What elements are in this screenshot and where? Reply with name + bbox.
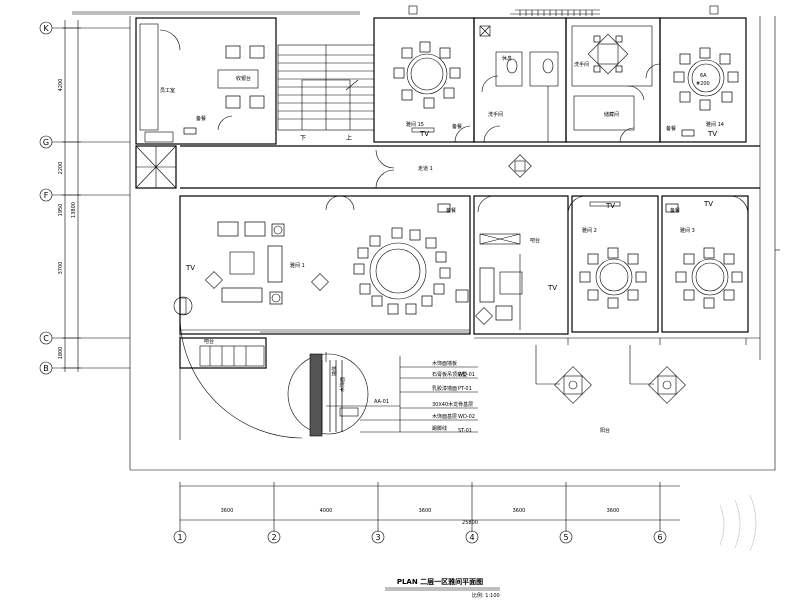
detail-callout: 墙体 木饰面: [287, 352, 401, 437]
service-block: 休息 洗手间: [473, 17, 567, 143]
callout-tag-3: PT-01: [458, 386, 472, 392]
dim-v-5: 1800: [58, 347, 64, 360]
room-14-cabinet: 备餐: [666, 125, 676, 132]
col-label-5: 5: [563, 533, 568, 542]
stair-up-label: 上: [346, 134, 352, 142]
callout-2: 石膏板吊顶造型: [432, 371, 467, 378]
tv-label-room3: TV: [703, 200, 713, 208]
row-grid-axes: K G F C B 4200 2200 1950 3700 1800 13800: [39, 20, 130, 375]
store-label-washroom: 洗手间: [574, 61, 589, 68]
col-label-6: 6: [657, 533, 662, 542]
room-15-cabinet: 备餐: [452, 123, 462, 130]
dim-h-total: 25800: [462, 520, 478, 526]
callout-3: 乳胶漆墙面: [432, 385, 457, 392]
room-14-code: 6A: [700, 73, 707, 79]
dim-h-2: 4000: [320, 508, 333, 514]
callout-tag-left-1: AA-01: [374, 399, 389, 405]
column-grid-axes: 3600 4000 3600 3600 3600 25800 1 2 3 4 5…: [173, 482, 680, 544]
store-room: 洗手间 储藏间: [565, 17, 661, 143]
floor-medallions: 阳台: [535, 345, 686, 434]
grid-label-f: F: [44, 191, 49, 200]
floor-medallion-corridor: [508, 154, 532, 178]
grid-label-g: G: [43, 138, 49, 147]
detail-label-wood: 木饰面: [339, 377, 346, 392]
room-15: 雅间 15 TV 备餐: [373, 5, 475, 143]
stairwell: 下 上: [277, 44, 375, 142]
corridor-label: 走道 1: [418, 165, 433, 172]
cabinet-label: 备餐: [196, 115, 206, 122]
col-label-1: 1: [177, 533, 182, 542]
room-2-label: 雅间 2: [582, 227, 597, 234]
corridor-1: 走道 1: [180, 145, 760, 189]
dim-v-total: 13800: [71, 202, 77, 218]
lower-right-wall: [474, 337, 760, 345]
callout-4: 30X40木龙骨基层: [432, 401, 473, 408]
room-14-sub: #200: [696, 81, 710, 87]
bar-area: 吧台: [179, 317, 303, 440]
room-3-label: 雅间 3: [680, 227, 695, 234]
elevator-shafts: [135, 145, 177, 189]
bar-label: 吧台: [204, 338, 214, 345]
room-3: TV 备餐 雅间 3: [661, 195, 749, 333]
dim-v-4: 3700: [58, 262, 64, 275]
grid-label-k: K: [43, 24, 49, 33]
room-14: 6A #200 雅间 14 TV 备餐: [645, 5, 747, 143]
room-2: TV 雅间 2: [571, 195, 659, 333]
tv-label-room14: TV: [707, 130, 717, 138]
office-block: 员工室 收银台 备餐: [135, 17, 277, 145]
dim-h-3: 3600: [419, 508, 432, 514]
middle-lounge: 吧台 TV: [473, 195, 587, 335]
col-label-3: 3: [375, 533, 380, 542]
room-1: TV 雅间 1 备餐: [173, 195, 471, 335]
callout-tag-5: WD-02: [458, 414, 475, 420]
service-label-washroom: 洗手间: [488, 111, 503, 118]
col-label-4: 4: [469, 533, 474, 542]
callout-6: 踢脚线: [432, 425, 447, 432]
door-swing-arc: [179, 317, 303, 439]
callout-1: 木饰面墙板: [432, 360, 457, 367]
dim-v-2: 2200: [58, 162, 64, 175]
callout-leaders: 木饰面墙板 石膏板吊顶造型 乳胶漆墙面 30X40木龙骨基层 木饰面基层 踢脚线…: [360, 360, 478, 434]
detail-label-wall: 墙体: [331, 366, 338, 376]
dim-v-3: 1950: [58, 204, 64, 217]
dim-h-1: 3600: [221, 508, 234, 514]
dim-v-1: 4200: [58, 79, 64, 92]
callout-5: 木饰面基层: [432, 413, 457, 420]
room-15-label: 雅间 15: [406, 121, 424, 128]
room-3-cabinet: 备餐: [670, 207, 680, 214]
drawing-title: PLAN 二层一区雅间平面图: [397, 577, 483, 586]
room-label-office: 收银台: [236, 75, 251, 82]
drawing-scale: 比例: 1:100: [472, 592, 500, 599]
room-1-label: 雅间 1: [290, 262, 305, 269]
tv-label-room15: TV: [419, 130, 429, 138]
middle-label-bar: 吧台: [530, 237, 540, 244]
tv-label-middle: TV: [547, 284, 557, 292]
service-label-lounge: 休息: [502, 55, 512, 62]
watermark-strokes: [719, 494, 757, 552]
room-1-cabinet: 备餐: [446, 207, 456, 214]
grid-label-b: B: [43, 364, 49, 373]
balcony-label: 阳台: [600, 427, 610, 434]
store-label: 储藏间: [604, 111, 619, 118]
tv-label-room1: TV: [185, 264, 195, 272]
callout-tag-2: WD-01: [458, 372, 475, 378]
top-serration: [515, 9, 600, 16]
room-14-label: 雅间 14: [706, 121, 724, 128]
grid-label-c: C: [43, 334, 49, 343]
title-block: PLAN 二层一区雅间平面图 比例: 1:100: [385, 577, 500, 599]
room-label-staff: 员工室: [160, 87, 175, 94]
dim-h-4: 3600: [513, 508, 526, 514]
dim-h-5: 3600: [607, 508, 620, 514]
callout-tag-6: ST-01: [458, 428, 472, 434]
stair-down-label: 下: [300, 135, 306, 142]
col-label-2: 2: [271, 533, 276, 542]
